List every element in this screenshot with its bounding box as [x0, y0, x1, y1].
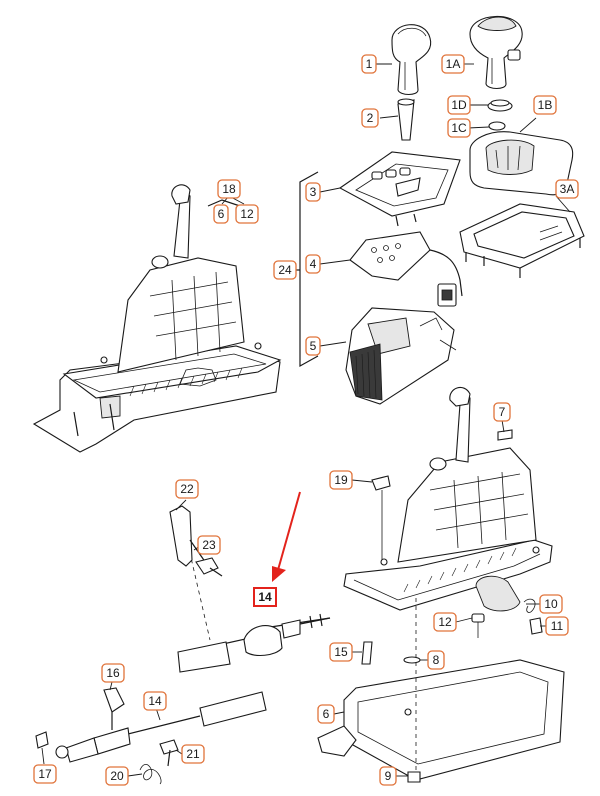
svg-text:24: 24 [278, 263, 292, 277]
spring-10 [523, 598, 536, 613]
spring-clip-20 [139, 764, 162, 785]
clip-15 [361, 641, 373, 665]
callout-21[interactable]: 21 [181, 744, 205, 764]
svg-text:16: 16 [106, 666, 120, 680]
svg-text:18: 18 [222, 182, 236, 196]
svg-text:14: 14 [148, 694, 162, 708]
callout-1d[interactable]: 1D [447, 95, 471, 115]
callout-2[interactable]: 2 [361, 108, 379, 128]
callout-3a[interactable]: 3A [555, 179, 579, 199]
clip-17 [35, 731, 49, 749]
callout-16[interactable]: 16 [101, 663, 125, 683]
callout-14-lower[interactable]: 14 [143, 691, 167, 711]
callout-17[interactable]: 17 [33, 764, 57, 784]
tray-6 [317, 659, 565, 781]
callout-18[interactable]: 18 [217, 179, 241, 199]
svg-text:3: 3 [310, 185, 317, 199]
ring-1d [487, 99, 513, 112]
svg-text:12: 12 [240, 207, 254, 221]
callout-15[interactable]: 15 [329, 642, 353, 662]
svg-text:1D: 1D [451, 98, 467, 112]
shift-boot-sleeve-2 [397, 98, 415, 141]
shifter-assembly-left [32, 184, 282, 453]
svg-text:7: 7 [499, 405, 506, 419]
svg-text:14: 14 [258, 590, 272, 604]
svg-text:9: 9 [385, 769, 392, 783]
gear-knob-1a [469, 15, 523, 90]
callout-12-top[interactable]: 12 [235, 204, 259, 224]
frame-3a [459, 203, 585, 278]
svg-text:1: 1 [366, 57, 373, 71]
svg-text:1B: 1B [538, 98, 553, 112]
svg-text:8: 8 [433, 653, 440, 667]
callout-1b[interactable]: 1B [533, 95, 557, 115]
callout-5[interactable]: 5 [305, 336, 321, 356]
washer-8 [403, 656, 421, 664]
callout-1[interactable]: 1 [361, 54, 377, 74]
svg-text:6: 6 [218, 207, 225, 221]
callout-11[interactable]: 11 [545, 616, 569, 636]
svg-text:4: 4 [310, 257, 317, 271]
shifter-assembly-right [343, 386, 553, 612]
svg-text:11: 11 [551, 619, 564, 633]
callout-6-bottom[interactable]: 6 [317, 704, 335, 724]
bolt-21 [159, 739, 179, 767]
selector-cable-14 [55, 613, 331, 763]
callout-3[interactable]: 3 [305, 182, 321, 202]
callout-19[interactable]: 19 [329, 470, 353, 490]
callout-10[interactable]: 10 [539, 594, 563, 614]
svg-text:10: 10 [544, 597, 558, 611]
cover-plate-3 [338, 151, 461, 227]
svg-text:22: 22 [180, 482, 194, 496]
svg-text:1A: 1A [446, 57, 461, 71]
callout-9[interactable]: 9 [379, 766, 397, 786]
svg-text:17: 17 [38, 767, 52, 781]
svg-text:5: 5 [310, 339, 317, 353]
callout-8[interactable]: 8 [427, 650, 445, 670]
callout-14-highlighted[interactable]: 14 [253, 587, 277, 607]
bolt-12 [471, 613, 485, 638]
bolt-23 [195, 557, 223, 577]
nut-9 [407, 771, 421, 783]
callout-7[interactable]: 7 [493, 402, 511, 422]
callout-4[interactable]: 4 [305, 254, 321, 274]
clip-16 [103, 687, 125, 730]
ring-1c [488, 121, 506, 131]
svg-text:1C: 1C [451, 121, 467, 135]
callout-20[interactable]: 20 [105, 766, 129, 786]
nut-11 [529, 617, 543, 635]
bracket-18 [207, 199, 241, 207]
bolt-19 [371, 475, 391, 560]
boot-cover-1b [469, 131, 574, 196]
svg-text:2: 2 [367, 111, 374, 125]
svg-text:20: 20 [110, 769, 124, 783]
callout-23[interactable]: 23 [197, 535, 221, 555]
gear-knob-1 [391, 24, 432, 96]
svg-text:23: 23 [202, 538, 216, 552]
callout-12-bottom[interactable]: 12 [433, 612, 457, 632]
callout-1c[interactable]: 1C [447, 118, 471, 138]
svg-text:15: 15 [334, 645, 348, 659]
callout-22[interactable]: 22 [175, 479, 199, 499]
highlight-arrow [272, 491, 301, 582]
callout-6-top[interactable]: 6 [213, 204, 229, 224]
svg-text:21: 21 [186, 747, 200, 761]
callout-1a[interactable]: 1A [441, 54, 465, 74]
svg-text:6: 6 [323, 707, 330, 721]
housing-cover-5 [345, 307, 457, 405]
svg-text:19: 19 [334, 473, 348, 487]
callout-24[interactable]: 24 [273, 260, 297, 280]
clip-7 [497, 429, 513, 441]
svg-text:3A: 3A [560, 182, 575, 196]
svg-text:12: 12 [438, 615, 452, 629]
selector-plate-4 [349, 231, 463, 307]
